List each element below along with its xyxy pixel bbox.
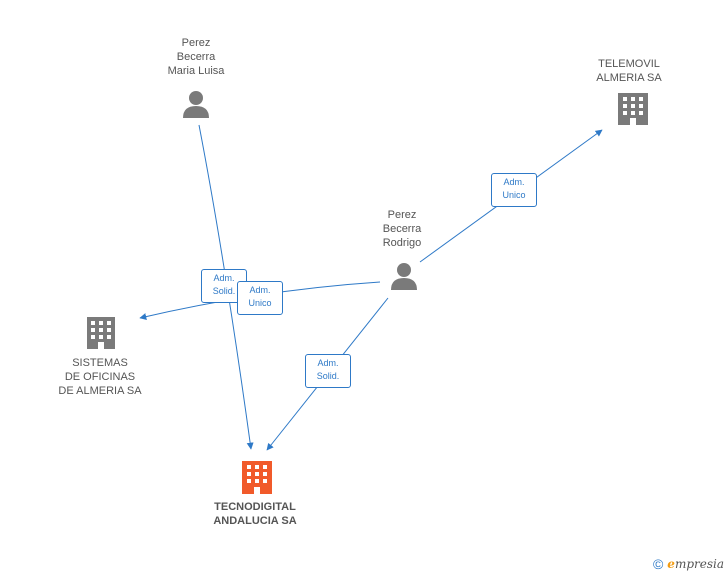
brand-logo: empresia: [667, 557, 724, 571]
building-icon[interactable]: [618, 93, 648, 125]
edge-label-rodrigo-to-telemovil: Adm. Unico: [491, 173, 537, 207]
building-icon[interactable]: [87, 317, 115, 349]
node-label-tecnodigital[interactable]: TECNODIGITAL ANDALUCIA SA: [213, 501, 297, 527]
node-label-sistemas[interactable]: SISTEMAS DE OFICINAS DE ALMERIA SA: [58, 357, 142, 397]
node-label-perez-maria[interactable]: Perez Becerra Maria Luisa: [167, 37, 225, 77]
node-label-telemovil[interactable]: TELEMOVIL ALMERIA SA: [596, 58, 662, 84]
node-label-perez-rodrigo[interactable]: Perez Becerra Rodrigo: [382, 209, 422, 249]
person-icon[interactable]: [391, 263, 417, 290]
copyright-icon: ©: [652, 556, 664, 572]
edge-label-rodrigo-to-sistemas: Adm. Unico: [237, 281, 283, 315]
brand-watermark: © empresia: [653, 556, 724, 572]
person-icon[interactable]: [183, 91, 209, 118]
building-icon-main[interactable]: [242, 461, 272, 494]
edge-label-rodrigo-to-tecnodigital: Adm. Solid.: [305, 354, 351, 388]
